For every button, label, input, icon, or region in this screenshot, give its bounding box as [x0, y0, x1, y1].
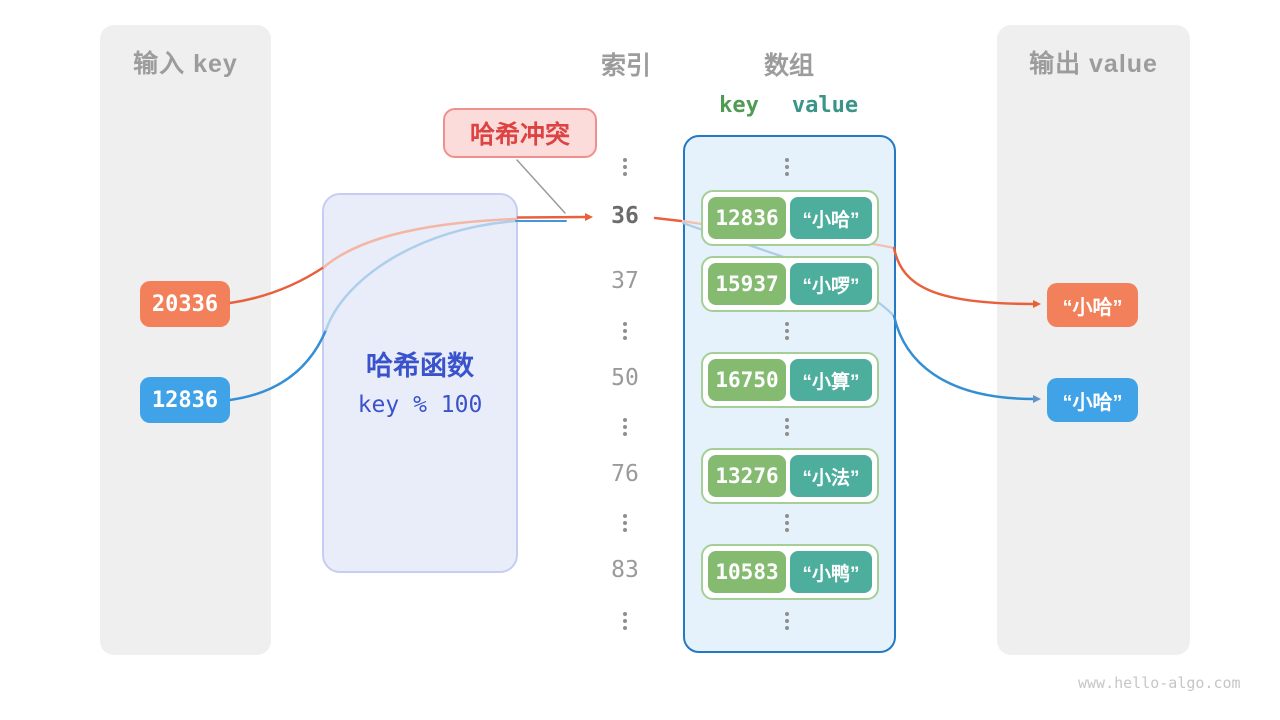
value-cell: “小算” [790, 359, 872, 401]
hash-collision-label: 哈希冲突 [443, 108, 597, 158]
output-panel-title: 输出 value [1029, 50, 1158, 78]
array-ellipsis-icon [784, 612, 790, 630]
index-ellipsis-icon [622, 158, 628, 176]
index-ellipsis-icon [622, 612, 628, 630]
value-cell: “小鸭” [790, 551, 872, 593]
array-row: 12836 “小哈” [701, 190, 879, 246]
array-ellipsis-icon [784, 322, 790, 340]
hash-function-formula: key % 100 [357, 392, 483, 418]
output-value-blue: “小哈” [1047, 378, 1138, 422]
value-cell: “小啰” [790, 263, 872, 305]
index-label-50: 50 [611, 365, 639, 391]
value-cell: “小法” [790, 455, 872, 497]
key-cell: 12836 [708, 197, 786, 239]
hash-function-name: 哈希函数 [366, 351, 474, 381]
input-key-12836: 12836 [140, 377, 230, 423]
key-cell: 16750 [708, 359, 786, 401]
index-label-37: 37 [611, 268, 639, 294]
value-subheader: value [791, 93, 859, 118]
index-ellipsis-icon [622, 514, 628, 532]
index-column-header: 索引 [600, 52, 651, 80]
index-label-76: 76 [611, 461, 639, 487]
key-cell: 15937 [708, 263, 786, 305]
key-subheader: key [719, 93, 759, 118]
index-ellipsis-icon [622, 418, 628, 436]
index-label-83: 83 [611, 557, 639, 583]
input-panel [100, 25, 271, 655]
website-watermark: www.hello-algo.com [1078, 674, 1241, 692]
value-cell: “小哈” [790, 197, 872, 239]
input-key-20336: 20336 [140, 281, 230, 327]
array-row: 16750 “小算” [701, 352, 879, 408]
array-ellipsis-icon [784, 418, 790, 436]
array-row: 13276 “小法” [701, 448, 879, 504]
array-row: 15937 “小啰” [701, 256, 879, 312]
key-cell: 10583 [708, 551, 786, 593]
array-row: 10583 “小鸭” [701, 544, 879, 600]
array-ellipsis-icon [784, 158, 790, 176]
output-panel [997, 25, 1190, 655]
index-label-36: 36 [611, 203, 639, 229]
output-value-orange: “小哈” [1047, 283, 1138, 327]
wire-collision-pointer [516, 159, 566, 214]
wire-arrow-to-index [516, 213, 593, 222]
key-cell: 13276 [708, 455, 786, 497]
input-panel-title: 输入 key [133, 50, 238, 78]
hash-function-box [322, 193, 518, 573]
array-column-header: 数组 [763, 52, 814, 80]
index-ellipsis-icon [622, 322, 628, 340]
array-ellipsis-icon [784, 514, 790, 532]
